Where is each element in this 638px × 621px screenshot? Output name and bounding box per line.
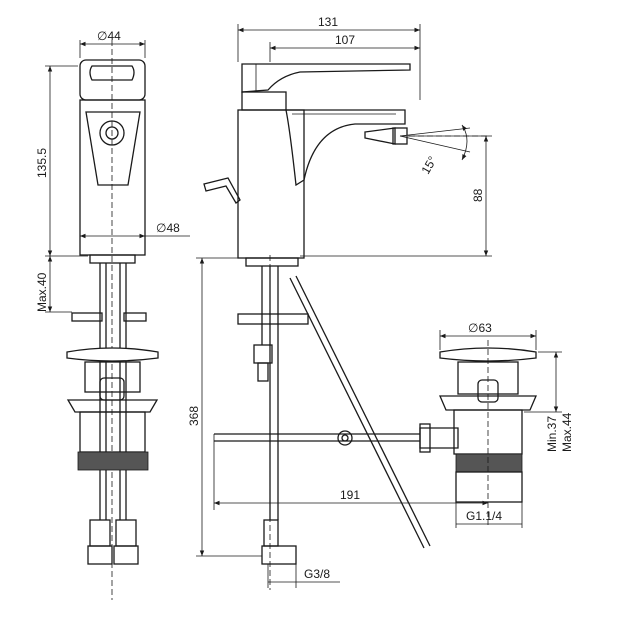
drain-view (419, 340, 537, 525)
drain-dimensions: ∅63 Min.37 Max.44 G1.1/4 (439, 321, 574, 528)
dim-width-131: 131 (318, 15, 338, 29)
dim-dia-48: ∅48 (156, 221, 180, 235)
dim-height-368: 368 (187, 406, 201, 426)
front-base-ring (245, 257, 299, 267)
dim-width-107: 107 (335, 33, 355, 47)
front-connector (263, 519, 279, 547)
dim-angle-15: 15° (418, 154, 439, 177)
drain-side-inlet (419, 427, 459, 449)
front-link-clip (337, 430, 353, 446)
side-view (66, 40, 159, 600)
front-nozzle (392, 127, 408, 145)
dim-dia-44: ∅44 (97, 29, 121, 43)
dim-min-37: Min.37 (545, 416, 559, 452)
front-fixing-nut (253, 344, 273, 364)
front-view: 15° (203, 63, 490, 590)
side-drain-flange (66, 347, 159, 362)
drain-nut (439, 395, 537, 411)
front-cartridge (241, 91, 287, 111)
dim-thread-g3-8: G3/8 (304, 567, 330, 581)
dim-length-191: 191 (340, 488, 360, 502)
front-popup-rod (203, 177, 241, 204)
side-connector-left (89, 519, 111, 547)
front-pull-rod (289, 277, 425, 549)
dim-max-44: Max.44 (560, 412, 574, 452)
side-dimensions: ∅44 135.5 ∅48 Max.40 (35, 29, 190, 313)
side-fixing-plate (71, 312, 103, 322)
front-lever (241, 63, 411, 93)
side-base-ring (89, 254, 136, 264)
side-drain-tail (79, 411, 146, 453)
angle-arc-15 (461, 124, 468, 161)
side-lever-slot (89, 65, 135, 81)
dim-dia-63: ∅63 (468, 321, 492, 335)
dim-height-135-5: 135.5 (35, 148, 49, 178)
dim-max-40: Max.40 (35, 272, 49, 312)
side-connector-right (115, 519, 137, 547)
side-body (79, 99, 146, 256)
side-drain-body (84, 361, 141, 393)
dim-thread-g1-1-4: G1.1/4 (466, 509, 502, 523)
drain-thread (455, 453, 523, 473)
front-dimensions: 131 107 88 368 191 G3/8 (187, 15, 492, 588)
front-fixing-plate (237, 313, 309, 325)
side-drain-nut (66, 399, 159, 413)
dim-height-88: 88 (471, 188, 485, 202)
front-body (237, 109, 305, 259)
side-body-recess (85, 111, 141, 186)
front-spout (285, 109, 406, 187)
side-drain-thread (77, 451, 149, 471)
